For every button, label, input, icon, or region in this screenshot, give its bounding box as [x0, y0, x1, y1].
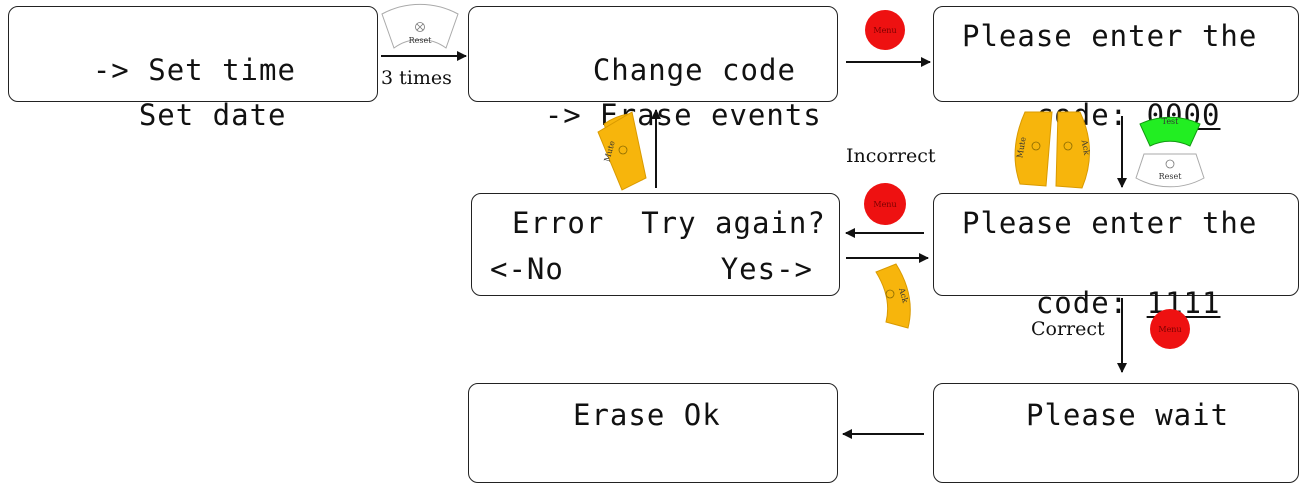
screen-line: Please enter the — [962, 19, 1258, 53]
screen-error: Error Try again? <-No Yes-> — [471, 193, 840, 296]
led-icon — [1031, 141, 1041, 151]
menu-button[interactable]: Menu — [865, 10, 905, 50]
led-icon — [618, 145, 628, 155]
reset-button[interactable]: Reset — [381, 3, 459, 49]
menu-button-label: Menu — [873, 26, 896, 35]
screen-line: Please wait — [1026, 398, 1230, 432]
screen-line: Error Try again? — [512, 206, 826, 240]
screen-line: Set date — [65, 64, 377, 166]
mute-button-label: Mute — [1015, 136, 1028, 159]
menu-button-2[interactable]: Menu — [864, 183, 906, 225]
label-incorrect: Incorrect — [846, 145, 936, 167]
ack-button-label: Ack — [897, 286, 910, 304]
selection-arrow: -> — [544, 98, 582, 132]
mute-button[interactable]: Mute — [597, 111, 647, 191]
led-icon — [415, 22, 425, 32]
menu-item-change-code: Change code — [592, 53, 796, 87]
screen-line: Change code — [519, 19, 837, 121]
screen-line: Erase Ok — [573, 398, 721, 432]
ack-button-2[interactable]: Ack — [875, 263, 911, 329]
menu-item-set-time: Set time — [148, 53, 296, 87]
menu-button-label: Menu — [1158, 325, 1181, 334]
label-correct: Correct — [1031, 318, 1105, 340]
screen-enter-code-typed: Please enter the code: 1111 — [933, 193, 1299, 320]
reset-button-2[interactable]: Reset — [1135, 153, 1205, 188]
led-icon — [1165, 159, 1175, 169]
screen-menu-erase: Change code -> Erase events — [468, 6, 838, 132]
screen-please-wait: Please wait — [933, 383, 1299, 483]
ack-button-label: Ack — [1080, 138, 1092, 156]
screen-line: <-No — [490, 252, 564, 286]
selection-arrow: -> — [92, 53, 130, 87]
code-label: code: — [1035, 286, 1129, 320]
menu-button-3[interactable]: Menu — [1150, 309, 1190, 349]
label-3-times: 3 times — [381, 67, 452, 89]
ack-button[interactable]: Ack — [1055, 111, 1092, 189]
test-button[interactable]: Test — [1139, 116, 1201, 147]
screen-enter-code-initial: Please enter the code: 0000 — [933, 6, 1299, 132]
screen-set-menu: -> Set time Set date — [8, 6, 378, 132]
screen-line: Yes-> — [720, 252, 813, 286]
mute-button-2[interactable]: Mute — [1014, 111, 1053, 187]
reset-button-label: Reset — [409, 36, 433, 45]
menu-button-label: Menu — [873, 200, 896, 209]
screen-line: -> Set time — [19, 19, 377, 121]
led-icon — [885, 289, 895, 299]
led-icon — [1063, 141, 1073, 151]
menu-item-set-date: Set date — [138, 98, 287, 132]
screen-line: Please enter the — [962, 206, 1258, 240]
test-button-label: Test — [1162, 117, 1180, 126]
reset-button-label: Reset — [1159, 172, 1183, 181]
